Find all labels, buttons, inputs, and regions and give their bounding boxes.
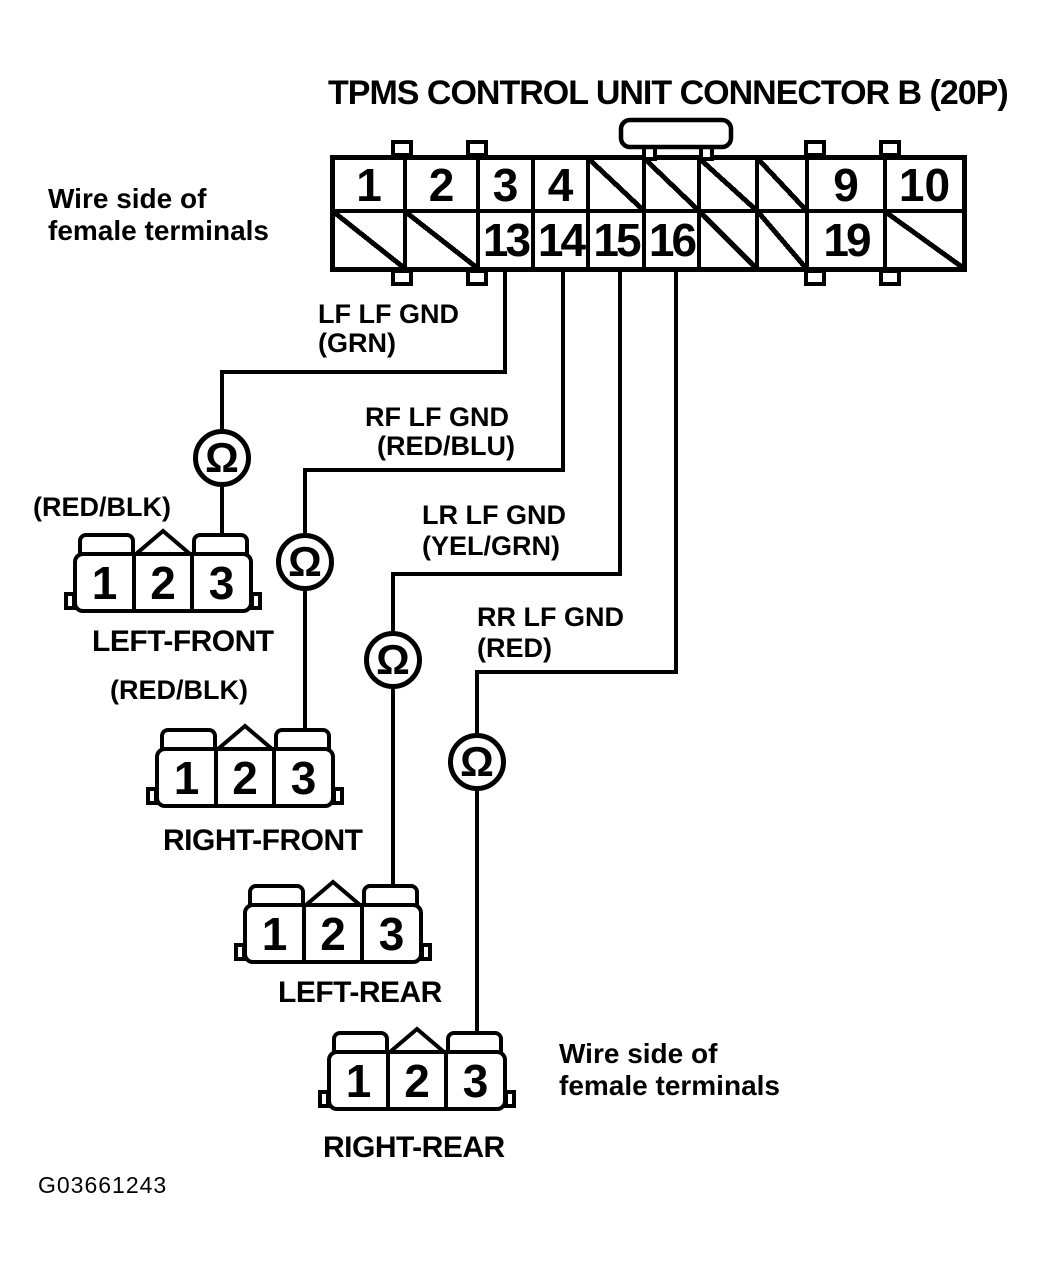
connector-label-left-front: LEFT-FRONT — [92, 625, 274, 658]
resistance-icon: Ω — [448, 733, 506, 791]
wire-side-note-bottom: Wire side of female terminals — [559, 1038, 780, 1102]
wire-lr-gnd — [391, 272, 622, 887]
pin-cell-4: 4 — [535, 159, 590, 213]
wire-label-rf-2: (RED/BLU) — [377, 431, 515, 461]
pin-cell-19: 19 — [809, 213, 887, 267]
connector-left-rear: 1 2 3 — [234, 884, 433, 964]
pin-cell-3: 3 — [378, 907, 405, 960]
pin-cell-1: 1 — [77, 556, 136, 609]
latch-handle — [618, 117, 734, 150]
pin-row: 1 2 3 — [327, 1050, 507, 1111]
note-line: Wire side of — [48, 183, 207, 214]
pin-cell-9: 9 — [809, 159, 887, 213]
pin-row: 1 2 3 — [243, 903, 423, 964]
blocked-cell — [759, 213, 809, 267]
pin-cell-2: 2 — [218, 751, 276, 804]
pin-cell-1: 1 — [247, 907, 306, 960]
wire-label-lf-1: LF LF GND — [318, 299, 459, 329]
pin-grid: 1 2 3 4 9 10 13 14 15 16 19 — [335, 159, 962, 267]
resistance-icon: Ω — [364, 631, 422, 689]
connector-label-left-rear: LEFT-REAR — [278, 976, 442, 1009]
wire-side-note-top: Wire side of female terminals — [48, 183, 269, 247]
page-title: TPMS CONTROL UNIT CONNECTOR B (20P) — [328, 74, 1009, 112]
wire-label-rr-2: (RED) — [477, 633, 552, 663]
pin-cell-3: 3 — [480, 159, 535, 213]
wire-label-rf-1: RF LF GND — [365, 402, 509, 432]
blocked-cell — [407, 213, 480, 267]
connector-label-right-rear: RIGHT-REAR — [323, 1131, 505, 1164]
wire-label-lf-2: (GRN) — [318, 328, 396, 358]
pin-cell-10: 10 — [887, 159, 962, 213]
wire-label-lr-1: LR LF GND — [422, 500, 566, 530]
pin-cell-3: 3 — [208, 556, 235, 609]
pin-cell-13: 13 — [480, 213, 535, 267]
blocked-cell — [701, 160, 759, 213]
connector-right-rear: 1 2 3 — [318, 1031, 517, 1111]
pin-cell-2: 2 — [390, 1054, 448, 1107]
pin-cell-3: 3 — [290, 751, 317, 804]
blocked-cell — [335, 213, 407, 267]
wire-label-rr-1: RR LF GND — [477, 602, 624, 632]
blocked-cell — [887, 213, 962, 267]
blocked-cell — [590, 160, 646, 213]
resistance-icon: Ω — [193, 429, 251, 487]
pin-cell-16: 16 — [646, 213, 701, 267]
pin-cell-1: 1 — [335, 159, 407, 213]
connector-left-front: 1 2 3 — [64, 533, 263, 613]
pin-cell-3: 3 — [462, 1054, 489, 1107]
pin-cell-2: 2 — [306, 907, 364, 960]
pin-cell-2: 2 — [407, 159, 480, 213]
wire-label-lr-2: (YEL/GRN) — [422, 531, 560, 561]
note-line: female terminals — [48, 215, 269, 246]
figure-code: G03661243 — [38, 1172, 168, 1198]
note-line: female terminals — [559, 1070, 780, 1101]
connector-right-front: 1 2 3 — [146, 728, 345, 808]
connector-b-grid: 1 2 3 4 9 10 13 14 15 16 19 — [330, 155, 967, 272]
pin-cell-15: 15 — [590, 213, 646, 267]
pin-row: 1 2 3 — [73, 552, 253, 613]
connector-label-right-front: RIGHT-FRONT — [163, 824, 363, 857]
note-line: Wire side of — [559, 1038, 718, 1069]
blocked-cell — [646, 160, 701, 213]
wire-color-left-front: (RED/BLK) — [33, 492, 171, 522]
pin-cell-1: 1 — [331, 1054, 390, 1107]
resistance-icon: Ω — [276, 533, 334, 591]
wire-color-right-front: (RED/BLK) — [110, 675, 248, 705]
pin-row: 1 2 3 — [155, 747, 335, 808]
blocked-cell — [701, 213, 759, 267]
blocked-cell — [759, 160, 809, 213]
pin-cell-1: 1 — [159, 751, 218, 804]
pin-cell-2: 2 — [136, 556, 194, 609]
pin-cell-14: 14 — [535, 213, 590, 267]
